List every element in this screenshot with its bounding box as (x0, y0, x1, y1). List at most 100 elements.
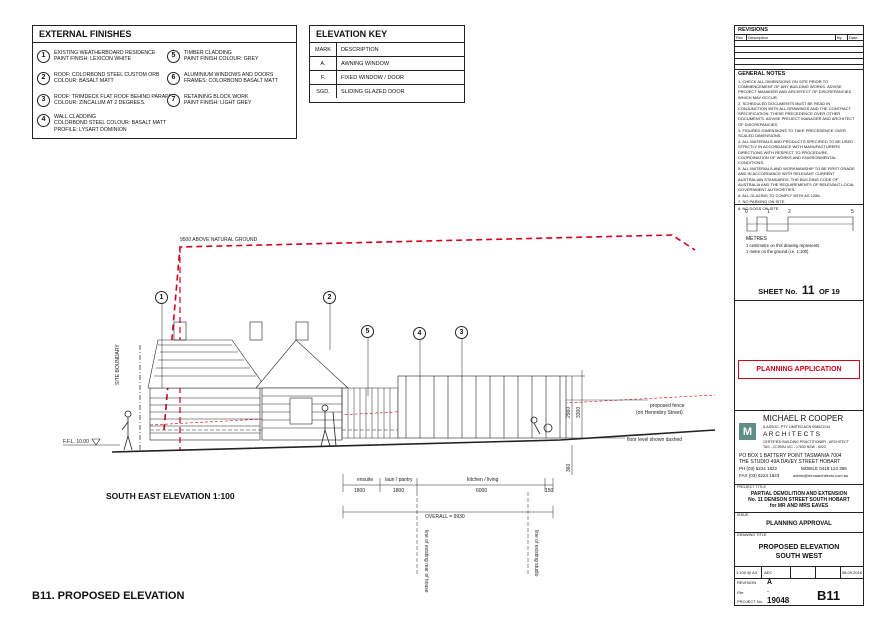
site-boundary-label: SITE BOUNDARY (115, 344, 121, 385)
date-value: 08.09.2016 (841, 570, 862, 575)
general-notes-list: 1. CHECK ALL DIMENSIONS ON SITE PRIOR TO… (738, 79, 860, 211)
general-note: 2. SCHEDULED DOCUMENTS MUST BE READ IN C… (738, 100, 855, 127)
ffl-triangle (91, 438, 101, 446)
file-value: - (767, 589, 769, 595)
room-laundry: laun / pantry (385, 477, 413, 483)
project-line-1: PARTIAL DEMOLITION AND EXTENSION (750, 491, 848, 497)
finish-number: 3 (37, 94, 50, 107)
sheet-number-line: SHEET No. 11 OF 19 (735, 281, 863, 299)
project-no: 19048 (767, 596, 790, 605)
room-kitchen: kitchen / living (467, 477, 499, 483)
new-extension (397, 375, 567, 439)
project-section: PROJECT TITLE PARTIAL DEMOLITION AND EXT… (735, 484, 863, 513)
finish-number: 1 (37, 50, 50, 63)
finish-text: PROFILE: LYSART DOMINION (54, 126, 127, 133)
revisions-header: Rev Description By Date (735, 35, 863, 41)
elevation-key-panel: ELEVATION KEY MARK DESCRIPTION A.AWNING … (309, 25, 465, 103)
firm-cert: CERTIFIED BUILDING PRACTITIONER - ARCHIT… (763, 440, 849, 444)
scale-date-row: 1:100 @ A3 AEC 08.09.2016 (735, 566, 863, 579)
key-col-mark: MARK (310, 43, 337, 57)
revision-value: A (767, 579, 773, 586)
firm-name: MICHAEL R COOPER (763, 414, 844, 423)
finish-number: 4 (37, 114, 50, 127)
finish-text: PAINT FINISH: LEXICON WHITE (54, 56, 132, 63)
finish-text: COLOUR: ZINCALUM AT 2 DEGREES. (54, 100, 146, 107)
rev-col: Date (849, 35, 858, 40)
fence-note: (on Hennebry Street) (636, 410, 683, 416)
key-header-row: MARK DESCRIPTION (310, 43, 464, 57)
height-dimensions (566, 370, 585, 475)
issue-label: ISSUE (737, 513, 749, 517)
general-note: 3. FIGURED DIMENSIONS TO TAKE PRECEDENCE… (738, 127, 846, 139)
dim-end: 150 (545, 488, 554, 494)
project-line-3: for MR AND MRS EAVES (769, 503, 829, 509)
drawing-title-label: DRAWING TITLE (737, 533, 767, 537)
general-note: 8. NO DOGS ON SITE. (738, 205, 780, 211)
firm-section: M MICHAEL R COOPER & ASSOC. PTY LIMITED … (735, 410, 863, 485)
finish-text: ROOF: TRIMDECK FLAT ROOF BEHIND PARAPET (54, 94, 176, 100)
elevation-drawing: 9500 ABOVE NATURAL GROUND SITE BOUNDARY … (63, 234, 716, 593)
dim-ensuite: 1800 (354, 488, 365, 494)
scale-tick: 0 (745, 209, 748, 215)
marker-5: 5 (361, 325, 374, 338)
key-row: F.FIXED WINDOW / DOOR (310, 70, 464, 85)
key-row: A.AWNING WINDOW (310, 56, 464, 71)
firm-architects: A R C H I T E C T S (763, 431, 820, 438)
general-note: 1. CHECK ALL DIMENSIONS ON SITE PRIOR TO… (738, 79, 852, 100)
finish-number: 2 (37, 72, 50, 85)
email: admin@mrcaarchitects.com.au (793, 473, 849, 478)
marker-2: 2 (323, 291, 336, 304)
drawing-title-1: PROPOSED ELEVATION (758, 544, 840, 551)
address-1: PO BOX 1 BATTERY POINT TASMANIA 7004 (739, 453, 842, 459)
firm-logo: M (739, 423, 756, 440)
approved-empty (816, 566, 841, 578)
planning-label: PLANNING APPLICATION (756, 366, 842, 373)
finish-number: 6 (167, 72, 180, 85)
scale-tick: 5 (851, 209, 854, 215)
drawing-number: B11 (817, 588, 841, 603)
finish-text: WALL CLADDING (54, 114, 96, 120)
marker-leaders (161, 303, 463, 396)
scale-unit: METRES (746, 236, 767, 242)
line-existing-studio: line of existing studio (533, 530, 539, 577)
finish-text: COLORBOND STEEL COLOUR: BASALT MATT (54, 120, 167, 127)
key-desc: AWNING WINDOW (336, 56, 464, 71)
existing-house (147, 321, 349, 441)
floor-level-note: floor level shown dashed (627, 437, 682, 443)
figure-person (121, 404, 553, 451)
scale-bar: 0 1 2 5 (745, 209, 854, 232)
rev-col: By (836, 35, 848, 40)
revisions-section: REVISIONS Rev Description By Date (735, 26, 863, 70)
external-finishes-title: EXTERNAL FINISHES (33, 26, 296, 43)
dim-overall: OVERALL = 9930 (425, 514, 465, 520)
general-note: 4. ALL MATERIALS AND PRODUCTS SPECIFIED … (738, 139, 853, 166)
key-mark: F. (310, 70, 337, 85)
revisions-title: REVISIONS (735, 26, 863, 35)
height-limit-label: 9500 ABOVE NATURAL GROUND (180, 237, 258, 243)
scale-note-1: 1 centimetre on this drawing represents (746, 243, 820, 248)
fence-label: proposed fence (650, 403, 685, 409)
planning-section: PLANNING APPLICATION (735, 300, 863, 411)
project-no-label: PROJECT No. (737, 599, 763, 604)
firm-regs: TAS - CC992U VIC - 17633 NSW - 6023 (763, 445, 826, 449)
key-col-desc: DESCRIPTION (336, 43, 464, 57)
scale-value: 1:100 @ A3 (735, 566, 762, 578)
key-row: SGD.SLIDING GLAZED DOOR (310, 84, 464, 98)
scale-tick: 1 (767, 209, 770, 215)
finish-number: 7 (167, 94, 180, 107)
finish-text: COLOUR: BASALT MATT (54, 78, 114, 85)
sheet-prefix: SHEET No. (758, 287, 798, 296)
issue-value: PLANNING APPROVAL (766, 521, 832, 527)
rev-col: Description (747, 35, 836, 40)
line-existing-rear: line of existing rear of house (423, 530, 429, 593)
scale-tick: 2 (788, 209, 791, 215)
finish-text: TIMBER CLADDING (184, 50, 232, 56)
finish-text: PAINT FINISH COLOUR: GREY (184, 56, 259, 63)
general-note: 5. ALL MATERIALS AND WORKMANSHIP TO BE F… (738, 166, 855, 193)
general-note: 6. ALL GLAZING TO COMPLY WITH AS 1288. (738, 193, 821, 199)
